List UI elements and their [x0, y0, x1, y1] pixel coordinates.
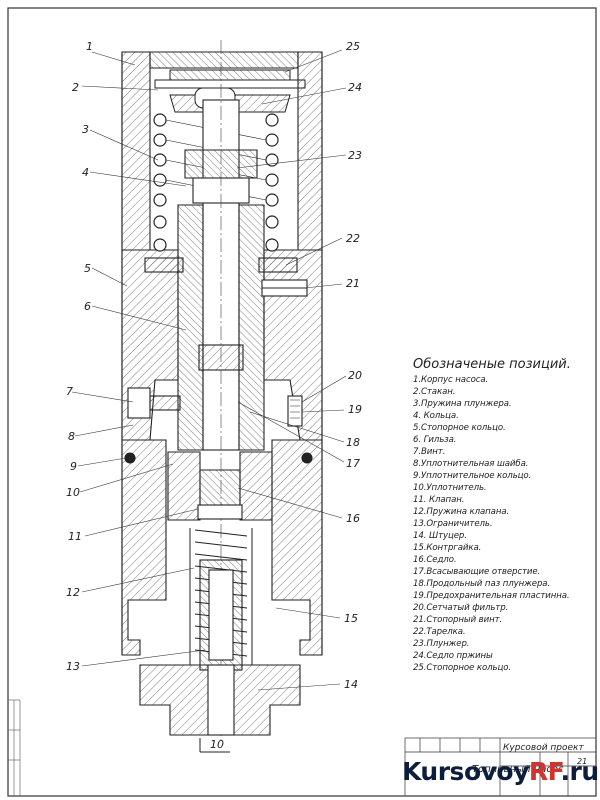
legend-item: 3.Пружина плунжера.: [413, 399, 512, 409]
legend-item: 22.Тарелка.: [413, 627, 466, 637]
callout-6: 6: [84, 300, 91, 313]
callout-22: 22: [346, 232, 360, 245]
legend-item: 14. Штуцер.: [413, 531, 467, 541]
callout-11: 11: [68, 530, 82, 543]
sheet-frame: [7, 7, 597, 797]
callout-4: 4: [82, 166, 89, 179]
legend-item: 17.Всасывающие отверстие.: [413, 567, 541, 577]
legend-item: 25.Стопорное кольцо.: [413, 663, 512, 673]
limiter: [199, 559, 243, 671]
fitting: [139, 664, 301, 736]
title-block-name: Топливный насос: [472, 764, 564, 775]
legend-item: 21.Стопорный винт.: [413, 615, 503, 625]
legend-item: 10.Уплотнитель.: [413, 483, 487, 493]
section-marker: 10: [199, 738, 230, 753]
callout-15: 15: [344, 612, 358, 625]
legend-item: 13.Ограничитель.: [413, 519, 493, 529]
legend-item: 15.Контргайка.: [413, 543, 482, 553]
legend-item: 8.Уплотнительная шайба.: [413, 459, 529, 469]
callout-5: 5: [84, 262, 91, 275]
title-block: [404, 737, 597, 797]
callout-23: 23: [348, 149, 362, 162]
legend-item: 4. Кольца.: [413, 411, 459, 421]
legend-item: 7.Винт.: [413, 447, 446, 457]
callout-20: 20: [348, 369, 362, 382]
legend-item: 11. Клапан.: [413, 495, 465, 505]
plunger: [184, 40, 258, 740]
callout-10: 10: [66, 486, 80, 499]
brand-suffix: .ru: [560, 757, 600, 786]
callout-16: 16: [346, 512, 360, 525]
title-block-sheet: 21: [577, 757, 587, 766]
legend-item: 20.Сетчатый фильтр.: [413, 603, 509, 613]
callout-7: 7: [66, 385, 73, 398]
brand-main: Kursovoy: [402, 757, 529, 786]
callout-14: 14: [344, 678, 358, 691]
callout-21: 21: [346, 277, 360, 290]
legend-item: 12.Пружина клапана.: [413, 507, 510, 517]
legend-title: Обозначеные позиций.: [413, 357, 571, 372]
callout-2: 2: [72, 81, 79, 94]
callout-18: 18: [346, 436, 360, 449]
legend-item: 5.Стопорное кольцо.: [413, 423, 506, 433]
legend-item: 19.Предохранительная пластинна.: [413, 591, 570, 601]
callout-1: 1: [86, 40, 93, 53]
binding-strip: [8, 699, 21, 796]
callout-numbers: 1 2 3 4 5 6 7 8 9 10 11 12 13 14 15 16 1…: [66, 40, 362, 691]
legend-item: 16.Седло.: [413, 555, 457, 565]
title-block-project: Курсовой проект: [503, 743, 584, 753]
sleeve: [144, 204, 308, 451]
callout-17: 17: [346, 457, 360, 470]
positions-legend: Обозначеные позиций. 1.Корпус насоса. 2.…: [413, 357, 598, 674]
callout-12: 12: [66, 586, 80, 599]
legend-item: 9.Уплотнительное кольцо.: [413, 471, 532, 481]
callout-25: 25: [346, 40, 360, 53]
legend-item: 23.Плунжер.: [413, 639, 470, 649]
legend-item: 2.Стакан.: [413, 387, 456, 397]
legend-item: 6. Гильза.: [413, 435, 457, 445]
section-marker-label: 10: [210, 738, 224, 751]
valve-block: [167, 451, 273, 521]
legend-item: 18.Продольный паз плунжера.: [413, 579, 551, 589]
brand-logo[interactable]: KursovoyRF.ru: [402, 757, 599, 786]
leader-lines: [71, 49, 347, 691]
legend-item: 24.Седло пржины: [413, 651, 493, 661]
legend-list: 1.Корпус насоса. 2.Стакан. 3.Пружина плу…: [413, 374, 598, 674]
callout-3: 3: [82, 123, 89, 136]
callout-8: 8: [68, 430, 75, 443]
callout-9: 9: [70, 460, 77, 473]
callout-24: 24: [348, 81, 362, 94]
legend-item: 1.Корпус насоса.: [413, 375, 489, 385]
callout-19: 19: [348, 403, 362, 416]
brand-accent: RF: [528, 757, 561, 786]
side-screw: [124, 387, 313, 464]
pump-housing: [121, 51, 323, 656]
callout-13: 13: [66, 660, 80, 673]
